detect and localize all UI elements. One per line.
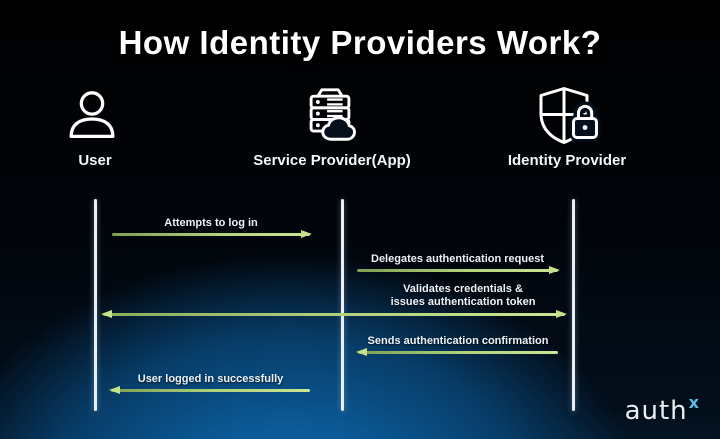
lifeline-user bbox=[93, 199, 97, 411]
server-stack-cloud-icon bbox=[299, 84, 361, 153]
message-user-logged-in-successfully: User logged in successfully bbox=[109, 373, 310, 395]
message-sends-authentication-confirmation: Sends authentication confirmation bbox=[356, 335, 558, 357]
arrowhead-right-icon bbox=[549, 266, 560, 275]
arrowhead-left-icon bbox=[356, 348, 367, 357]
authx-logo-text: auth bbox=[624, 396, 688, 426]
arrowhead-right-icon bbox=[301, 230, 312, 239]
authx-logo: authx bbox=[624, 393, 699, 426]
arrow-right bbox=[357, 266, 560, 275]
message-label-line1: Validates credentials & bbox=[403, 283, 523, 295]
lifeline-identity-provider bbox=[571, 199, 575, 411]
message-label: User logged in successfully bbox=[137, 373, 284, 385]
message-label: Delegates authentication request bbox=[371, 253, 544, 265]
message-label-line2: issues authentication token bbox=[390, 296, 536, 308]
authx-logo-x: x bbox=[688, 393, 699, 412]
arrowhead-left-icon bbox=[101, 310, 112, 319]
arrowhead-right-icon bbox=[556, 310, 567, 319]
arrow-left bbox=[109, 386, 310, 395]
arrow-right bbox=[112, 230, 312, 239]
page-title: How Identity Providers Work? bbox=[118, 24, 602, 61]
message-delegates-authentication-request: Delegates authentication request bbox=[357, 253, 560, 275]
message-attempts-to-log-in: Attempts to log in bbox=[112, 217, 312, 239]
lifeline-service-provider bbox=[340, 199, 344, 411]
arrow-left bbox=[356, 348, 558, 357]
arrow-both bbox=[101, 310, 567, 319]
message-validates-credentials: Validates credentials & issues authentic… bbox=[377, 283, 549, 309]
actor-label-user: User bbox=[78, 152, 112, 169]
shield-lock-icon bbox=[538, 86, 602, 153]
arrowhead-left-icon bbox=[109, 386, 120, 395]
message-label: Attempts to log in bbox=[164, 217, 258, 229]
actor-label-identity-provider: Identity Provider bbox=[507, 152, 627, 169]
person-outline-icon bbox=[61, 87, 123, 154]
message-label: Sends authentication confirmation bbox=[367, 335, 549, 347]
actor-label-service-provider: Service Provider(App) bbox=[253, 152, 411, 169]
